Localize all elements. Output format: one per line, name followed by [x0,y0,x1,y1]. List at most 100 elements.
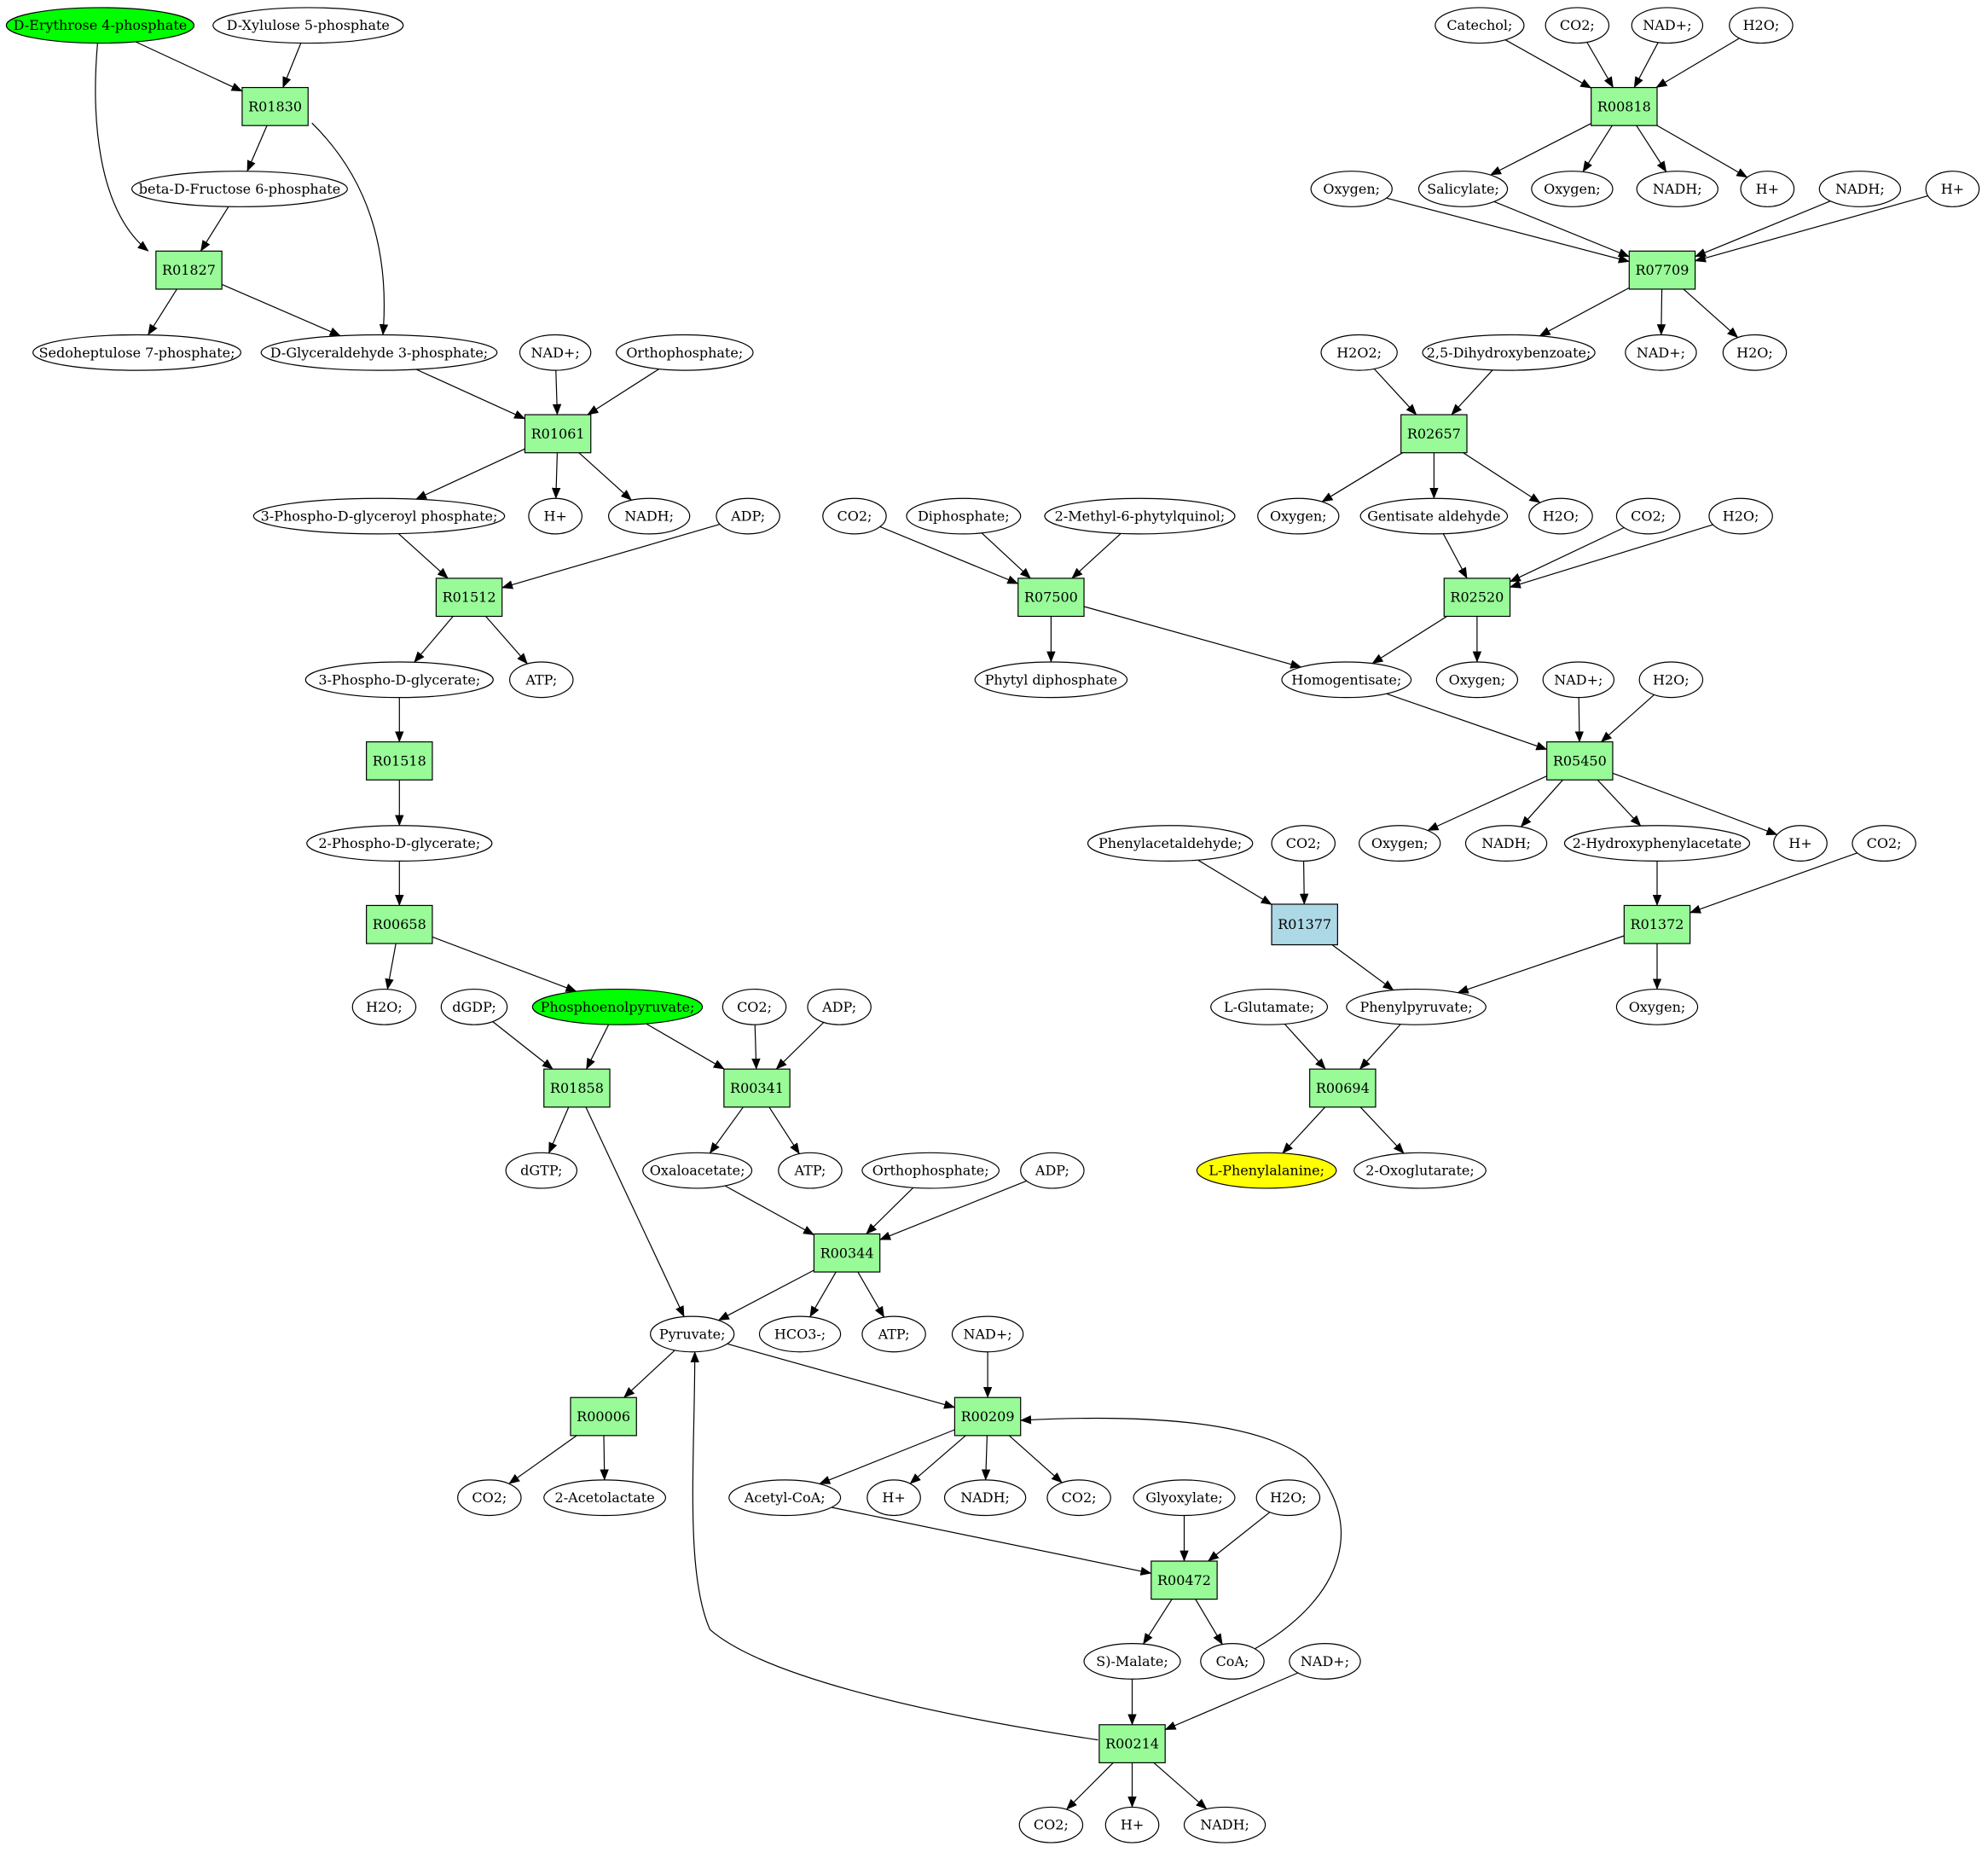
compound-node-c_pep[interactable]: Phosphoenolpyruvate; [531,988,704,1025]
compound-node-c_o2_3[interactable]: Oxygen; [1257,497,1340,535]
reaction-node-r_02520[interactable]: R02520 [1443,578,1511,618]
reaction-node-r_00209[interactable]: R00209 [953,1396,1022,1437]
reaction-node-r_02657[interactable]: R02657 [1400,414,1468,454]
reaction-node-r_01827[interactable]: R01827 [155,250,223,290]
compound-node-c_co2_7[interactable]: CO2; [822,497,887,535]
reaction-node-r_01372[interactable]: R01372 [1623,904,1691,944]
compound-node-c_pi_1[interactable]: Orthophosphate; [615,334,754,371]
compound-node-c_sal[interactable]: Salicylate; [1417,171,1509,207]
compound-node-c_nadh_3[interactable]: NADH; [1183,1806,1266,1843]
compound-node-c_h_4[interactable]: H+ [1740,171,1795,207]
compound-node-c_ppyr[interactable]: Phenylpyruvate; [1346,988,1487,1025]
compound-node-c_dgdp[interactable]: dGDP; [440,988,508,1025]
compound-node-c_nad_2[interactable]: NAD+; [951,1315,1024,1353]
reaction-node-r_00344[interactable]: R00344 [813,1233,881,1273]
reaction-node-r_05450[interactable]: R05450 [1546,741,1614,781]
reaction-node-r_00658[interactable]: R00658 [366,904,433,944]
reaction-node-r_01061[interactable]: R01061 [524,414,592,454]
compound-node-c_glx[interactable]: Glyoxylate; [1133,1479,1236,1517]
compound-node-c_pi_2[interactable]: Orthophosphate; [861,1152,1000,1189]
compound-node-c_h_1[interactable]: H+ [528,497,582,535]
reaction-node-r_07500[interactable]: R07500 [1017,578,1085,618]
compound-node-c_oaa[interactable]: Oxaloacetate; [642,1152,753,1189]
compound-node-c_mpq[interactable]: 2-Methyl-6-phytylquinol; [1044,497,1236,535]
compound-node-c_co2_1[interactable]: CO2; [722,988,787,1025]
compound-node-c_o2_6[interactable]: Oxygen; [1615,988,1699,1025]
compound-node-c_mal[interactable]: S)-Malate; [1083,1643,1181,1680]
compound-node-c_3pg[interactable]: 3-Phospho-D-glycerate; [304,661,494,699]
compound-node-c_h_2[interactable]: H+ [866,1479,921,1517]
compound-node-c_coa[interactable]: CoA; [1200,1643,1265,1680]
compound-node-c_atp_1[interactable]: ATP; [509,661,574,699]
compound-node-c_h2o_7[interactable]: H2O; [1638,661,1704,699]
reaction-node-r_01830[interactable]: R01830 [241,86,309,126]
compound-node-c_xyl5p[interactable]: D-Xylulose 5-phosphate [212,7,404,44]
compound-node-c_o2_5[interactable]: Oxygen; [1359,825,1441,862]
compound-node-c_hga[interactable]: Homogentisate; [1281,661,1412,699]
compound-node-c_co2_3[interactable]: CO2; [1046,1479,1111,1517]
compound-node-c_h2o_5[interactable]: H2O; [1528,497,1593,535]
compound-node-c_nad_3[interactable]: NAD+; [1289,1643,1361,1680]
compound-node-c_h_5[interactable]: H+ [1925,171,1980,207]
reaction-node-r_01377[interactable]: R01377 [1271,903,1338,946]
compound-node-c_g3p[interactable]: D-Glyceraldehyde 3-phosphate; [260,334,498,371]
compound-node-c_co2_2[interactable]: CO2; [457,1479,522,1517]
reaction-node-r_00341[interactable]: R00341 [723,1068,791,1108]
compound-node-c_h2o_2[interactable]: H2O; [1255,1479,1321,1517]
compound-node-c_ery4p[interactable]: D-Erythrose 4-phosphate [5,7,195,44]
compound-node-c_ppi[interactable]: Diphosphate; [906,497,1022,535]
compound-node-c_h2o_6[interactable]: H2O; [1708,497,1773,535]
compound-node-c_adp_1[interactable]: ADP; [716,497,780,535]
compound-node-c_sed7p[interactable]: Sedoheptulose 7-phosphate; [32,334,242,371]
compound-node-c_pyr[interactable]: Pyruvate; [650,1315,735,1353]
compound-node-c_phe[interactable]: L-Phenylalanine; [1196,1152,1337,1189]
compound-node-c_nad_4[interactable]: NAD+; [1631,7,1704,44]
compound-node-c_h_6[interactable]: H+ [1773,825,1828,862]
reaction-node-r_01858[interactable]: R01858 [543,1068,611,1108]
compound-node-c_co2_6[interactable]: CO2; [1615,497,1681,535]
compound-node-c_nad_1[interactable]: NAD+; [519,334,592,371]
compound-node-c_fru6p[interactable]: beta-D-Fructose 6-phosphate [131,171,348,207]
compound-node-c_atp_2[interactable]: ATP; [778,1152,843,1189]
compound-node-c_25dhb[interactable]: 2,5-Dihydroxybenzoate; [1422,334,1596,371]
compound-node-c_cat[interactable]: Catechol; [1434,7,1525,44]
compound-node-c_nad_6[interactable]: NAD+; [1542,661,1615,699]
compound-node-c_phydp[interactable]: Phytyl diphosphate [974,661,1128,699]
compound-node-c_gald[interactable]: Gentisate aldehyde [1359,497,1509,535]
compound-node-c_atp_3[interactable]: ATP; [861,1315,926,1353]
compound-node-c_accoa[interactable]: Acetyl-CoA; [728,1479,842,1517]
compound-node-c_adp_3[interactable]: ADP; [1020,1152,1085,1189]
compound-node-c_o2_2[interactable]: Oxygen; [1531,171,1614,207]
compound-node-c_co2_5[interactable]: CO2; [1545,7,1610,44]
compound-node-c_acl[interactable]: 2-Acetolactate [543,1479,667,1517]
compound-node-c_h2o2[interactable]: H2O2; [1320,334,1398,371]
reaction-node-r_07709[interactable]: R07709 [1628,250,1696,290]
compound-node-c_o2_1[interactable]: Oxygen; [1310,171,1393,207]
compound-node-c_co2_8[interactable]: CO2; [1271,825,1336,862]
reaction-node-r_01512[interactable]: R01512 [435,578,503,618]
compound-node-c_akg[interactable]: 2-Oxoglutarate; [1353,1152,1487,1189]
compound-node-c_nadh_2[interactable]: NADH; [943,1479,1027,1517]
reaction-node-r_00818[interactable]: R00818 [1591,86,1658,126]
compound-node-c_co2_4[interactable]: CO2; [1018,1806,1084,1843]
compound-node-c_h_3[interactable]: H+ [1104,1806,1160,1843]
compound-node-c_2hpa[interactable]: 2-Hydroxyphenylacetate [1563,825,1751,862]
compound-node-c_adp_2[interactable]: ADP; [807,988,872,1025]
compound-node-c_bpg[interactable]: 3-Phospho-D-glyceroyl phosphate; [252,497,506,535]
compound-node-c_phald[interactable]: Phenylacetaldehyde; [1087,825,1254,862]
reaction-node-r_00694[interactable]: R00694 [1309,1068,1377,1108]
compound-node-c_glu[interactable]: L-Glutamate; [1210,988,1329,1025]
compound-node-c_h2o_3[interactable]: H2O; [1729,7,1794,44]
compound-node-c_nadh_4[interactable]: NADH; [1636,171,1718,207]
compound-node-c_hco3[interactable]: HCO3-; [758,1315,842,1353]
compound-node-c_nadh_5[interactable]: NADH; [1818,171,1902,207]
reaction-node-r_01518[interactable]: R01518 [366,741,433,781]
compound-node-c_co2_9[interactable]: CO2; [1852,825,1916,862]
reaction-node-r_00214[interactable]: R00214 [1098,1724,1166,1763]
reaction-node-r_00006[interactable]: R00006 [570,1396,637,1437]
compound-node-c_2pg[interactable]: 2-Phospho-D-glycerate; [306,825,493,862]
reaction-node-r_00472[interactable]: R00472 [1150,1560,1218,1600]
compound-node-c_h2o_1[interactable]: H2O; [351,988,417,1025]
compound-node-c_h2o_4[interactable]: H2O; [1722,334,1788,371]
compound-node-c_nadh_1[interactable]: NADH; [607,497,691,535]
